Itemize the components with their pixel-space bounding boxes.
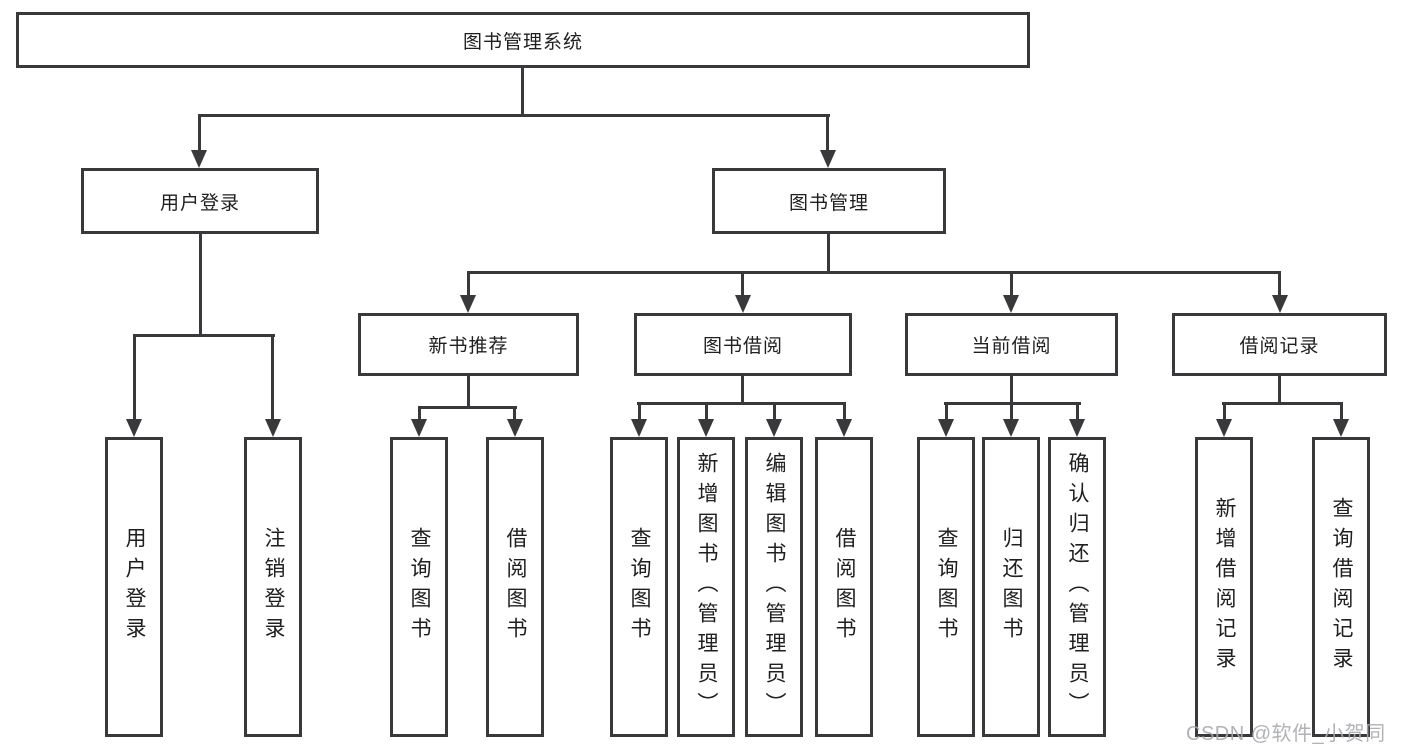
arrow-down-icon (191, 150, 207, 168)
leaf-label: 查询借阅记录 (1330, 497, 1353, 677)
arrow-down-icon (735, 295, 751, 313)
connector-line (637, 402, 846, 405)
leaf-label: 确认归还（管理员） (1066, 452, 1089, 722)
arrow-down-icon (698, 419, 714, 437)
connector-line (1076, 402, 1079, 421)
connector-line (199, 233, 202, 337)
leaf-label: 编辑图书（管理员） (763, 452, 786, 722)
arrow-down-icon (836, 419, 852, 437)
arrow-down-icon (766, 419, 782, 437)
connector-line (773, 402, 776, 421)
connector-line (1340, 402, 1343, 421)
watermark: CSDN @软件_小贺同学 (1186, 723, 1386, 745)
connector-line (1010, 376, 1013, 405)
connector-line (843, 402, 846, 421)
connector-line (198, 114, 201, 154)
node-label: 当前借阅 (971, 336, 1052, 357)
leaf-logout: 注销登录 (244, 437, 302, 737)
arrow-down-icon (820, 150, 836, 168)
leaf-label: 借阅图书 (504, 527, 527, 647)
connector-line (1010, 402, 1013, 421)
leaf-label: 查询图书 (408, 527, 431, 647)
connector-line (1010, 271, 1013, 299)
arrow-down-icon (507, 419, 523, 437)
leaf-user-login: 用户登录 (105, 437, 163, 737)
node-label: 用户登录 (159, 192, 240, 214)
connector-line (827, 234, 830, 274)
leaf-label: 注销登录 (262, 527, 285, 647)
connector-line (741, 271, 744, 299)
arrow-down-icon (1333, 419, 1349, 437)
connector-line (418, 406, 517, 409)
leaf-borrow-books-borrowing: 借阅图书 (815, 437, 873, 737)
connector-line (198, 114, 830, 117)
connector-line (467, 271, 470, 299)
leaf-label: 用户登录 (123, 527, 146, 647)
leaf-query-books-borrowing: 查询图书 (610, 437, 668, 737)
connector-line (705, 402, 708, 421)
leaf-confirm-return-admin: 确认归还（管理员） (1048, 437, 1106, 737)
node-label: 图书借阅 (702, 336, 783, 357)
arrow-down-icon (460, 295, 476, 313)
leaf-label: 查询图书 (628, 527, 651, 647)
connector-line (945, 402, 948, 421)
connector-line (1278, 376, 1281, 405)
connector-line (271, 334, 274, 421)
leaf-label: 借阅图书 (833, 527, 856, 647)
connector-line (1222, 402, 1343, 405)
arrow-down-icon (265, 419, 281, 437)
node-label: 借阅记录 (1239, 336, 1320, 357)
leaf-edit-book-admin: 编辑图书（管理员） (745, 437, 803, 737)
connector-line (741, 376, 744, 405)
connector-line (513, 406, 516, 422)
node-user-login: 用户登录 (81, 168, 319, 234)
arrow-down-icon (1272, 295, 1288, 313)
node-book-borrowing: 图书借阅 (634, 313, 852, 376)
node-label: 图书管理 (788, 192, 869, 214)
arrow-down-icon (411, 419, 427, 437)
arrow-down-icon (1069, 419, 1085, 437)
leaf-add-book-admin: 新增图书（管理员） (677, 437, 735, 737)
leaf-add-borrow-record: 新增借阅记录 (1195, 437, 1253, 737)
connector-line (638, 402, 641, 421)
connector-line (521, 67, 524, 117)
connector-line (418, 406, 421, 422)
arrow-down-icon (1003, 419, 1019, 437)
node-system-root: 图书管理系统 (16, 12, 1030, 68)
connector-line (133, 334, 275, 337)
node-label: 新书推荐 (428, 336, 509, 357)
leaf-label: 查询图书 (935, 527, 958, 647)
node-label: 图书管理系统 (462, 31, 583, 53)
node-borrowing-records: 借阅记录 (1172, 313, 1387, 376)
connector-line (467, 271, 1281, 274)
node-book-management: 图书管理 (712, 168, 946, 234)
connector-line (826, 114, 829, 154)
leaf-label: 新增借阅记录 (1213, 497, 1236, 677)
node-current-borrowing: 当前借阅 (905, 313, 1118, 376)
connector-line (133, 334, 136, 421)
leaf-label: 归还图书 (1000, 527, 1023, 647)
leaf-label: 新增图书（管理员） (695, 452, 718, 722)
arrow-down-icon (631, 419, 647, 437)
leaf-query-books-recommend: 查询图书 (390, 437, 448, 737)
leaf-query-borrow-record: 查询借阅记录 (1312, 437, 1370, 737)
node-new-book-recommendation: 新书推荐 (358, 313, 579, 376)
arrow-down-icon (126, 419, 142, 437)
arrow-down-icon (1003, 295, 1019, 313)
connector-line (1278, 271, 1281, 299)
connector-line (467, 376, 470, 409)
arrow-down-icon (1216, 419, 1232, 437)
connector-line (1223, 402, 1226, 421)
leaf-return-books: 归还图书 (982, 437, 1040, 737)
leaf-query-books-current: 查询图书 (917, 437, 975, 737)
leaf-borrow-books-recommend: 借阅图书 (486, 437, 544, 737)
arrow-down-icon (938, 419, 954, 437)
